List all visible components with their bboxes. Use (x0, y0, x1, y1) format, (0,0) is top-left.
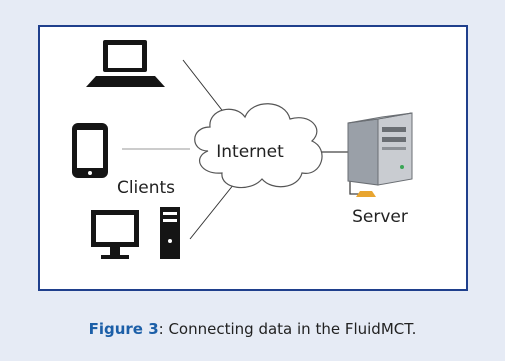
server-tower-icon (347, 112, 413, 197)
diagram-box: Internet Clients Server (38, 25, 468, 291)
cloud-icon (194, 103, 323, 189)
clients-label: Clients (117, 178, 175, 198)
laptop-icon (86, 40, 165, 87)
desktop-connection-line (189, 183, 235, 240)
figure-number: Figure 3 (88, 320, 159, 338)
smartphone-icon (72, 123, 108, 178)
caption-text: : Connecting data in the FluidMCT. (158, 320, 417, 338)
internet-label: Internet (216, 142, 284, 162)
network-diagram: Internet Clients Server (72, 40, 413, 259)
figure-caption: Figure 3: Connecting data in the FluidMC… (0, 320, 505, 338)
server-label: Server (352, 207, 408, 227)
laptop-connection-line (182, 59, 226, 115)
desktop-computer-icon (91, 207, 180, 259)
